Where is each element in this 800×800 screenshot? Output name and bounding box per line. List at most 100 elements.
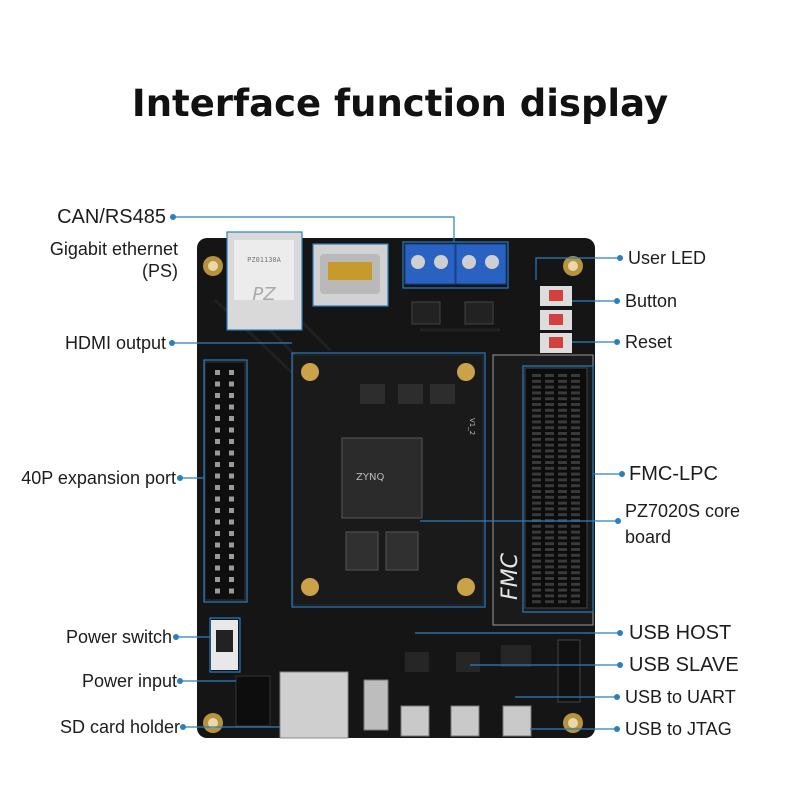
fmc-pin bbox=[545, 426, 554, 430]
label-fmc-lpc: FMC-LPC bbox=[629, 463, 718, 485]
fmc-pin bbox=[558, 484, 567, 488]
fmc-pin bbox=[545, 466, 554, 470]
label-usb-slave: USB SLAVE bbox=[629, 654, 739, 676]
label-sd-card-holder: SD card holder bbox=[59, 717, 180, 737]
page-title: Interface function display bbox=[131, 82, 669, 125]
fmc-pin bbox=[545, 507, 554, 511]
header-pin bbox=[215, 450, 220, 456]
header-pin bbox=[229, 439, 234, 444]
fmc-pin bbox=[571, 524, 580, 528]
header-pin bbox=[229, 531, 234, 536]
fmc-pin bbox=[532, 490, 541, 493]
fmc-pin bbox=[532, 559, 541, 563]
soc-marking: ZYNQ bbox=[356, 472, 384, 483]
fmc-pin bbox=[571, 484, 580, 488]
fmc-pin bbox=[571, 507, 580, 511]
fmc-pin bbox=[558, 397, 567, 401]
fmc-pin bbox=[558, 542, 567, 546]
fmc-pin bbox=[558, 600, 567, 604]
rj45-ethernet-port: PZ01130A PZ bbox=[226, 231, 303, 331]
header-pin bbox=[229, 393, 234, 398]
fmc-pin bbox=[532, 432, 541, 435]
header-pin bbox=[215, 485, 220, 490]
fmc-pin bbox=[545, 391, 554, 395]
header-pin bbox=[229, 565, 234, 571]
label-usb-to-jtag: USB to JTAG bbox=[625, 719, 732, 739]
fmc-pin bbox=[545, 490, 554, 493]
header-pin bbox=[215, 381, 220, 387]
fmc-pin bbox=[545, 437, 554, 441]
fmc-pin bbox=[571, 571, 580, 575]
fmc-pin bbox=[545, 536, 554, 540]
fmc-pin bbox=[571, 403, 580, 406]
fmc-pin bbox=[532, 594, 541, 598]
header-pin bbox=[215, 588, 220, 594]
fmc-pin bbox=[532, 548, 541, 551]
fmc-pin bbox=[532, 513, 541, 517]
label-can-rs485: CAN/RS485 bbox=[57, 206, 166, 228]
rj45-marking: PZ01130A bbox=[247, 256, 282, 264]
fmc-pin bbox=[571, 588, 580, 592]
fmc-pin bbox=[571, 553, 580, 557]
fmc-pin bbox=[558, 501, 567, 505]
fmc-connector: FMC bbox=[492, 354, 594, 626]
fmc-pin bbox=[532, 571, 541, 575]
fmc-pin bbox=[571, 455, 580, 459]
fmc-pin bbox=[571, 443, 580, 447]
fmc-pin bbox=[571, 577, 580, 580]
fmc-pin bbox=[571, 594, 580, 598]
fmc-pin bbox=[558, 391, 567, 395]
fmc-pin bbox=[545, 513, 554, 517]
header-pin bbox=[215, 404, 220, 410]
header-pin bbox=[215, 393, 220, 398]
label-gigabit-ethernet: Gigabit ethernet (PS) bbox=[18, 238, 178, 282]
header-pin bbox=[215, 439, 220, 444]
fmc-pin bbox=[571, 501, 580, 505]
core-board: ZYNQ V1_2 bbox=[292, 354, 484, 606]
fmc-pin bbox=[558, 374, 567, 377]
fmc-pin bbox=[558, 594, 567, 598]
fmc-pin bbox=[558, 559, 567, 563]
fmc-pin bbox=[532, 501, 541, 505]
header-pin bbox=[229, 496, 234, 502]
fmc-pin bbox=[558, 472, 567, 476]
fmc-pin bbox=[571, 600, 580, 604]
header-pin bbox=[215, 542, 220, 548]
fmc-pin bbox=[545, 414, 554, 418]
fmc-pin bbox=[545, 600, 554, 604]
fmc-pin bbox=[558, 588, 567, 592]
fmc-pin bbox=[545, 548, 554, 551]
fmc-pin bbox=[545, 553, 554, 557]
fmc-pin bbox=[532, 455, 541, 459]
label-gigabit-ethernet-line1: Gigabit ethernet bbox=[49, 239, 178, 259]
header-pin bbox=[229, 588, 234, 594]
fmc-pin bbox=[571, 478, 580, 482]
fmc-pin bbox=[571, 426, 580, 430]
fmc-pin bbox=[571, 472, 580, 476]
header-pin bbox=[229, 554, 234, 559]
mounting-holes bbox=[203, 256, 583, 733]
fmc-pin bbox=[545, 432, 554, 435]
fmc-pin bbox=[532, 495, 541, 499]
label-reset: Reset bbox=[625, 332, 673, 352]
fmc-pin bbox=[545, 385, 554, 389]
fmc-pin bbox=[545, 379, 554, 383]
fmc-pin bbox=[532, 426, 541, 430]
callout-lines bbox=[172, 216, 622, 730]
fmc-pin bbox=[558, 478, 567, 482]
fmc-pin bbox=[558, 420, 567, 424]
fmc-pin bbox=[558, 507, 567, 511]
fmc-pin bbox=[545, 408, 554, 412]
fmc-pin bbox=[545, 403, 554, 406]
fmc-pin bbox=[558, 530, 567, 534]
fmc-pin bbox=[558, 443, 567, 447]
fmc-pin bbox=[571, 414, 580, 418]
expansion-header-40p bbox=[204, 361, 246, 601]
fmc-pin bbox=[532, 536, 541, 540]
fmc-pin bbox=[545, 524, 554, 528]
fmc-pin bbox=[532, 420, 541, 424]
label-hdmi-output: HDMI output bbox=[64, 333, 166, 353]
fmc-pin bbox=[532, 582, 541, 586]
header-pin bbox=[215, 496, 220, 502]
header-pin bbox=[229, 450, 234, 456]
